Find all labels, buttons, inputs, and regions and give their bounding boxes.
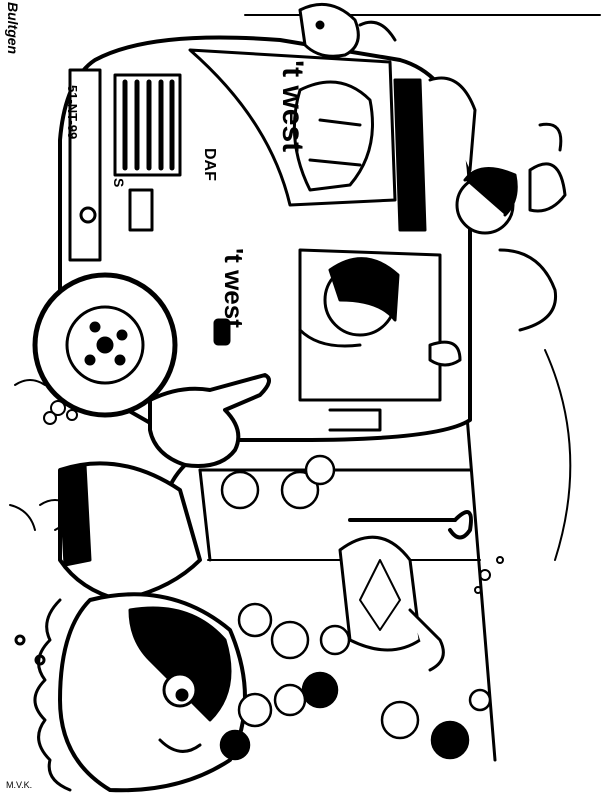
sleeve-cuff (58, 463, 92, 567)
bishop-hand (408, 608, 445, 672)
crosier-hook (448, 510, 473, 540)
driver-in-cab (292, 80, 374, 192)
person-hair (463, 167, 518, 217)
character-sleeve (58, 461, 202, 602)
character-hair (128, 606, 232, 722)
feathered-cap (528, 162, 567, 213)
platform-side (198, 468, 212, 562)
ruffled-collar (33, 598, 72, 792)
creature-on-roof (298, 2, 397, 58)
person-in-side-window (298, 257, 462, 367)
front-bumper (68, 68, 102, 262)
artist-initials: M.V.K. (6, 780, 32, 790)
person-arm (428, 76, 477, 172)
cap-feather (538, 122, 563, 152)
candy-dots (474, 556, 504, 594)
cab-logo-side: 't west (219, 248, 249, 328)
person-waving-from-cab (428, 76, 567, 332)
thumbs-up-hand (428, 340, 462, 367)
license-plate: 51-NT-99 (65, 85, 80, 139)
person-shoe (498, 248, 558, 332)
artist-signature: Bultgen (5, 2, 21, 54)
character-mouth (158, 738, 202, 753)
mitre-cross (359, 559, 401, 631)
motion-mark (9, 504, 36, 531)
indicator-light (128, 188, 154, 232)
cab-steps (328, 408, 382, 432)
button-dot (34, 654, 46, 666)
grille-slats (122, 79, 175, 171)
side-mirror (393, 78, 427, 232)
front-wheel (32, 272, 178, 418)
cab-logo-top: 't west (276, 60, 309, 152)
grille-brand: DAF (201, 148, 218, 181)
door-handle (213, 318, 231, 346)
headlight (79, 206, 97, 224)
button-dot (14, 634, 26, 646)
bishop-robe (338, 535, 422, 652)
bishop-figure (338, 510, 473, 672)
crowd (219, 454, 492, 761)
motion-arc (544, 349, 572, 561)
grille-badge: S (111, 178, 127, 187)
large-character (14, 461, 247, 793)
